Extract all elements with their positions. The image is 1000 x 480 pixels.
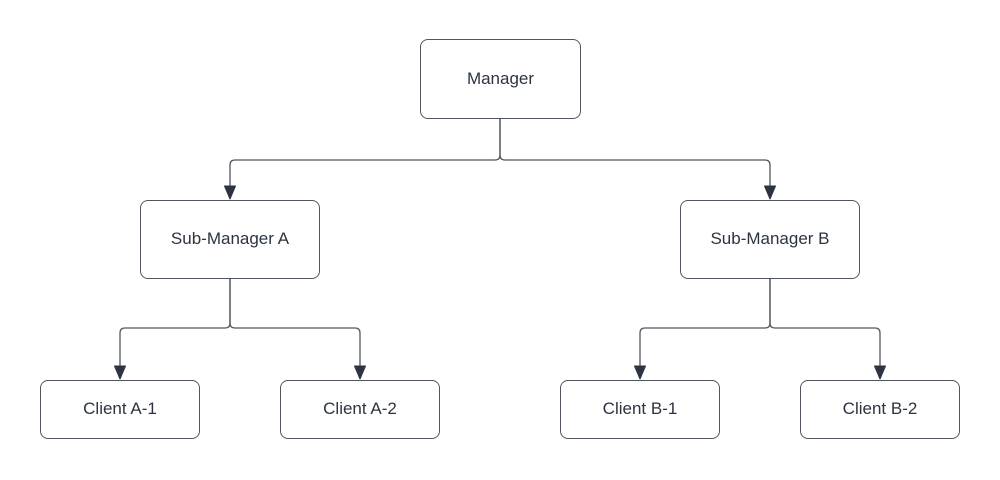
- node-client-a1-label: Client A-1: [83, 399, 157, 419]
- arrowhead-client-b1: [634, 365, 646, 380]
- arrowhead-sub-manager-a: [224, 185, 236, 200]
- node-client-a2-label: Client A-2: [323, 399, 397, 419]
- node-sub-manager-b-label: Sub-Manager B: [710, 229, 830, 249]
- connector-sub-manager-b-to-client-b1: [639, 278, 771, 367]
- node-client-a1: Client A-1: [40, 380, 200, 439]
- node-client-b1: Client B-1: [560, 380, 720, 439]
- node-manager: Manager: [420, 39, 581, 119]
- connector-sub-manager-b-to-client-b2: [769, 278, 881, 367]
- connector-sub-manager-a-to-client-a1: [119, 278, 231, 367]
- node-sub-manager-b: Sub-Manager B: [680, 200, 860, 279]
- node-client-b1-label: Client B-1: [602, 399, 678, 419]
- node-manager-label: Manager: [466, 68, 535, 88]
- node-client-b2: Client B-2: [800, 380, 960, 439]
- node-sub-manager-a: Sub-Manager A: [140, 200, 320, 279]
- connector-sub-manager-a-to-client-a2: [229, 278, 361, 367]
- arrowhead-sub-manager-b: [764, 185, 776, 200]
- arrowhead-client-b2: [874, 365, 886, 380]
- node-sub-manager-a-label: Sub-Manager A: [170, 229, 290, 249]
- connector-manager-to-sub-manager-a: [229, 118, 501, 187]
- arrowhead-client-a1: [114, 365, 126, 380]
- arrowhead-client-a2: [354, 365, 366, 380]
- node-client-a2: Client A-2: [280, 380, 440, 439]
- connector-manager-to-sub-manager-b: [499, 118, 771, 187]
- node-client-b2-label: Client B-2: [842, 399, 918, 419]
